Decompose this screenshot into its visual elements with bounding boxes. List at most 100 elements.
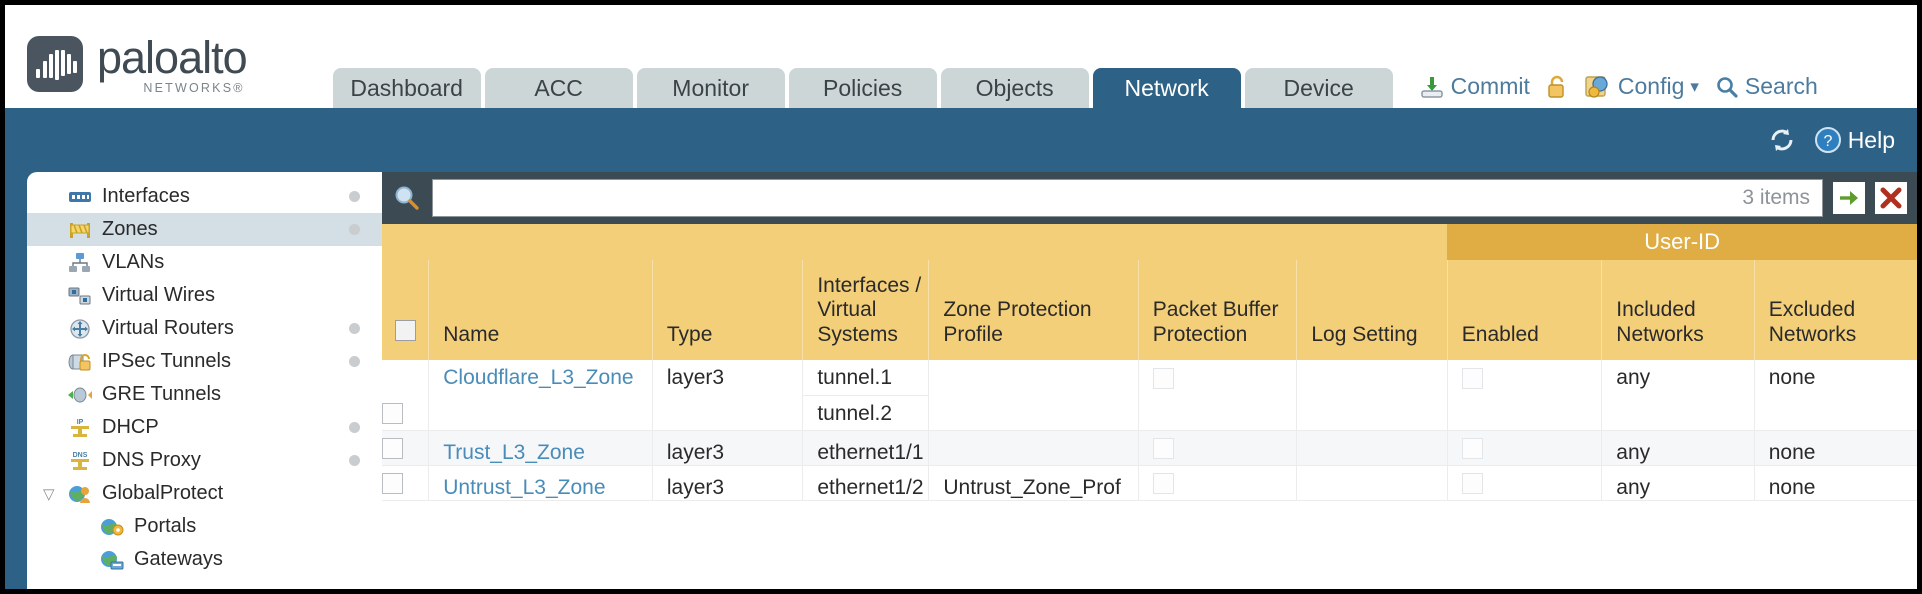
zone-name-link[interactable]: Trust_L3_Zone (443, 441, 585, 464)
tab-device[interactable]: Device (1244, 68, 1393, 108)
gre-tunnels-icon (67, 384, 93, 406)
cell-included-networks: any (1601, 360, 1755, 431)
sidebar-item-dns-proxy[interactable]: DNS DNS Proxy (27, 444, 382, 477)
table-row: Untrust_L3_Zone layer3 ethernet1/2 Untru… (382, 465, 1917, 501)
sidebar-item-label: IPSec Tunnels (102, 350, 231, 372)
cell-excluded-networks: none (1753, 360, 1917, 431)
sidebar-item-label: Interfaces (102, 185, 190, 207)
status-dot (349, 455, 360, 466)
tab-monitor[interactable]: Monitor (636, 68, 785, 108)
sidebar-item-globalprotect[interactable]: ▽ GlobalProtect (27, 477, 382, 510)
lock-button[interactable] (1546, 74, 1568, 100)
tab-network[interactable]: Network (1092, 68, 1241, 108)
interfaces-icon (67, 186, 93, 208)
apply-filter-button[interactable] (1833, 182, 1865, 214)
globalprotect-icon (67, 483, 93, 505)
sidebar-item-gre-tunnels[interactable]: GRE Tunnels (27, 378, 382, 411)
app-body: Interfaces Zones VLANs Vir (5, 172, 1917, 589)
row-checkbox[interactable] (382, 403, 403, 424)
cell-name: Trust_L3_Zone (428, 430, 653, 466)
search-button[interactable]: Search (1715, 73, 1818, 100)
commit-download-icon (1419, 74, 1445, 100)
commit-button[interactable]: Commit (1419, 73, 1530, 100)
select-all-checkbox[interactable] (394, 320, 416, 342)
sidebar-item-ipsec-tunnels[interactable]: IPSec Tunnels (27, 345, 382, 378)
cell-interfaces: ethernet1/1 (802, 430, 929, 466)
status-dot (349, 224, 360, 235)
cell-name: Cloudflare_L3_Zone (428, 360, 653, 431)
status-dot (349, 422, 360, 433)
sidebar-item-label: DHCP (102, 416, 159, 438)
tab-policies[interactable]: Policies (788, 68, 937, 108)
column-header-interfaces-virtual-systems[interactable]: Interfaces / Virtual Systems (802, 260, 929, 360)
cell-type: layer3 (651, 360, 803, 431)
column-header-zone-protection-profile[interactable]: Zone Protection Profile (928, 260, 1139, 360)
commit-label: Commit (1450, 73, 1530, 99)
userid-enabled-checkbox[interactable] (1461, 473, 1483, 494)
sidebar-item-vlans[interactable]: VLANs (27, 246, 382, 279)
column-header-type[interactable]: Type (651, 260, 803, 360)
zones-table: User-ID Name Type Interfaces / Virtual S… (382, 224, 1917, 501)
cell-userid-enabled (1446, 465, 1602, 501)
zones-table-wrapper: User-ID Name Type Interfaces / Virtual S… (382, 224, 1917, 589)
svg-text:IP: IP (77, 419, 84, 426)
column-header-included-networks[interactable]: Included Networks (1601, 260, 1755, 360)
packet-buffer-protection-checkbox[interactable] (1152, 473, 1174, 494)
sidebar-item-virtual-wires[interactable]: Virtual Wires (27, 279, 382, 312)
group-header-userid: User-ID (1447, 224, 1917, 260)
row-checkbox[interactable] (382, 438, 403, 459)
row-checkbox[interactable] (382, 473, 403, 494)
column-header-log-setting[interactable]: Log Setting (1296, 260, 1448, 360)
userid-enabled-checkbox[interactable] (1461, 438, 1483, 459)
filter-input[interactable]: 3 items (432, 179, 1823, 217)
config-wrench-icon (1584, 74, 1612, 100)
sidebar-item-portals[interactable]: Portals (27, 510, 382, 543)
row-select-cell (382, 430, 429, 466)
column-header-packet-buffer-protection[interactable]: Packet Buffer Protection (1137, 260, 1297, 360)
brand-logo: paloalto NETWORKS® (5, 35, 248, 109)
app-header: paloalto NETWORKS® Dashboard ACC Monitor… (5, 5, 1917, 108)
sidebar-item-interfaces[interactable]: Interfaces (27, 180, 382, 213)
tab-objects[interactable]: Objects (940, 68, 1089, 108)
sidebar-item-label: Zones (102, 218, 158, 240)
tab-acc[interactable]: ACC (484, 68, 633, 108)
refresh-button[interactable] (1768, 126, 1796, 154)
sidebar-item-virtual-routers[interactable]: Virtual Routers (27, 312, 382, 345)
status-dot (349, 323, 360, 334)
zones-icon (67, 219, 93, 241)
interface-entry: tunnel.1 (817, 366, 893, 389)
search-magnifier-icon (1715, 75, 1739, 99)
cell-name: Untrust_L3_Zone (428, 465, 653, 501)
column-header-enabled[interactable]: Enabled (1446, 260, 1602, 360)
cell-excluded-networks: none (1753, 465, 1917, 501)
tab-dashboard[interactable]: Dashboard (332, 68, 481, 108)
zone-name-link[interactable]: Untrust_L3_Zone (443, 476, 606, 499)
cell-included-networks: any (1601, 465, 1755, 501)
packet-buffer-protection-checkbox[interactable] (1152, 368, 1174, 389)
userid-enabled-checkbox[interactable] (1461, 368, 1483, 389)
cell-userid-enabled (1446, 360, 1602, 431)
ipsec-tunnels-icon (67, 351, 93, 373)
zone-name-link[interactable]: Cloudflare_L3_Zone (443, 366, 634, 389)
cell-log-setting (1296, 465, 1448, 501)
packet-buffer-protection-checkbox[interactable] (1152, 438, 1174, 459)
column-header-excluded-networks[interactable]: Excluded Networks (1753, 260, 1917, 360)
sidebar-item-label: Virtual Routers (102, 317, 234, 339)
sidebar-item-dhcp[interactable]: IP DHCP (27, 411, 382, 444)
portals-icon (99, 516, 125, 538)
svg-text:?: ? (1823, 133, 1832, 150)
cell-log-setting (1296, 430, 1448, 466)
search-magnifier-icon[interactable] (392, 183, 422, 213)
clear-filter-button[interactable] (1875, 182, 1907, 214)
config-menu-button[interactable]: Config ▾ (1584, 73, 1699, 100)
dhcp-icon: IP (67, 417, 93, 439)
sidebar-item-zones[interactable]: Zones (27, 213, 382, 246)
cell-included-networks: any (1601, 430, 1755, 466)
gateways-icon (99, 549, 125, 571)
column-header-name[interactable]: Name (428, 260, 653, 360)
sidebar-item-gateways[interactable]: Gateways (27, 543, 382, 576)
help-button[interactable]: ? Help (1814, 126, 1895, 154)
row-select-cell (382, 360, 429, 431)
collapse-triangle-icon[interactable]: ▽ (43, 485, 55, 503)
row-select-cell (382, 465, 429, 501)
